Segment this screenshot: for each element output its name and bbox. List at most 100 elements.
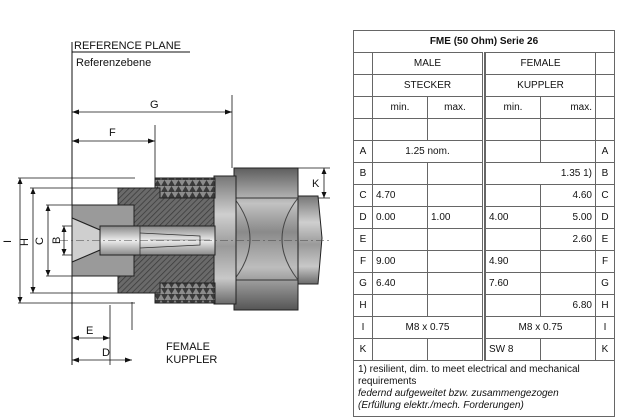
row-label-right: H bbox=[595, 294, 615, 317]
cable-sleeve bbox=[295, 195, 323, 285]
row-label-left: A bbox=[353, 140, 373, 163]
female-min-cell: 4.00 bbox=[485, 206, 541, 229]
table-minmax-row: min. max. min. max. bbox=[353, 96, 615, 119]
row-label-left: G bbox=[353, 272, 373, 295]
female-min-cell bbox=[485, 184, 541, 207]
row-label-left: E bbox=[353, 228, 373, 251]
row-label-right: C bbox=[595, 184, 615, 207]
table-title-row: FME (50 Ohm) Serie 26 bbox=[353, 30, 615, 53]
male-min-cell: 1.25 nom. bbox=[372, 140, 484, 163]
row-label-left: K bbox=[353, 338, 373, 361]
female-min-cell: M8 x 0.75 bbox=[485, 316, 596, 339]
kuppler-label: KUPPLER bbox=[166, 354, 217, 366]
male-min-cell bbox=[372, 294, 428, 317]
connector-drawing: G F K I H C B E D REFERENCE PLANE Refere… bbox=[2, 40, 330, 366]
row-label-right: D bbox=[595, 206, 615, 229]
female-min-cell: 7.60 bbox=[485, 272, 541, 295]
outer-thread-bottom bbox=[154, 282, 216, 304]
male-min-cell: 6.40 bbox=[372, 272, 428, 295]
kuppler-header: KUPPLER bbox=[485, 74, 596, 97]
female-max-cell bbox=[540, 272, 596, 295]
row-label-left: F bbox=[353, 250, 373, 273]
hex-nut bbox=[233, 167, 299, 311]
row-label-left: B bbox=[353, 162, 373, 185]
female-min-cell: 1.35 1) bbox=[485, 162, 596, 185]
table-german-row: STECKER KUPPLER bbox=[353, 74, 615, 97]
table-gender-row: MALE FEMALE bbox=[353, 52, 615, 75]
row-label-right: G bbox=[595, 272, 615, 295]
dim-d-label: D bbox=[102, 347, 110, 359]
dim-g-label: G bbox=[150, 99, 159, 111]
male-max-cell bbox=[427, 228, 484, 251]
dim-c-label: C bbox=[34, 237, 46, 245]
note-german: federnd aufgeweitet bzw. zusammengezogen bbox=[358, 388, 559, 399]
female-min-cell: 4.90 bbox=[485, 250, 541, 273]
body-collar bbox=[213, 175, 237, 305]
row-label-right: B bbox=[595, 162, 615, 185]
male-min-cell bbox=[372, 228, 428, 251]
male-max-cell bbox=[427, 162, 484, 185]
female-min-header: min. bbox=[485, 96, 541, 119]
male-min-header: min. bbox=[372, 96, 428, 119]
row-label-left: D bbox=[353, 206, 373, 229]
male-max-cell bbox=[427, 294, 484, 317]
table-title: FME (50 Ohm) Serie 26 bbox=[353, 30, 615, 53]
male-max-cell: 1.00 bbox=[427, 206, 484, 229]
dim-k-label: K bbox=[312, 178, 320, 190]
male-min-cell bbox=[372, 338, 428, 361]
female-min-cell bbox=[485, 228, 541, 251]
row-label-right: I bbox=[595, 316, 615, 339]
female-max-header: max. bbox=[540, 96, 596, 119]
table-note-row: 1) resilient, dim. to meet electrical an… bbox=[353, 360, 615, 417]
reference-plane-label-de: Referenzebene bbox=[76, 57, 151, 69]
female-max-cell: 6.80 bbox=[540, 294, 596, 317]
male-max-header: max. bbox=[427, 96, 484, 119]
dim-b-label: B bbox=[51, 237, 63, 244]
female-max-cell: 2.60 bbox=[540, 228, 596, 251]
female-max-cell: 4.60 bbox=[540, 184, 596, 207]
male-max-cell bbox=[427, 272, 484, 295]
male-header: MALE bbox=[372, 52, 484, 75]
female-min-cell bbox=[485, 294, 541, 317]
male-min-cell: M8 x 0.75 bbox=[372, 316, 484, 339]
male-max-cell bbox=[427, 250, 484, 273]
stecker-header: STECKER bbox=[372, 74, 484, 97]
female-min-cell: SW 8 bbox=[485, 338, 541, 361]
male-min-cell: 9.00 bbox=[372, 250, 428, 273]
outer-thread-top bbox=[154, 177, 216, 199]
dim-e-label: E bbox=[86, 325, 93, 337]
dim-f-label: F bbox=[109, 127, 116, 139]
row-label-left: H bbox=[353, 294, 373, 317]
female-max-cell bbox=[540, 140, 596, 163]
dim-i-label: I bbox=[2, 240, 14, 243]
table-row: K SW 8 K bbox=[353, 338, 615, 361]
row-label-left: I bbox=[353, 316, 373, 339]
male-max-cell bbox=[427, 338, 484, 361]
female-label: FEMALE bbox=[166, 341, 210, 353]
dim-h-label: H bbox=[19, 238, 31, 246]
male-min-cell bbox=[372, 162, 428, 185]
row-label-right: K bbox=[595, 338, 615, 361]
female-max-cell bbox=[540, 338, 596, 361]
row-label-right: A bbox=[595, 140, 615, 163]
spec-table: FME (50 Ohm) Serie 26 MALE FEMALE STECKE… bbox=[353, 30, 615, 417]
row-label-left: C bbox=[353, 184, 373, 207]
note-german-2: (Erfüllung elektr./mech. Forderungen) bbox=[358, 400, 524, 411]
male-min-cell: 4.70 bbox=[372, 184, 428, 207]
row-label-right: F bbox=[595, 250, 615, 273]
female-max-cell: 5.00 bbox=[540, 206, 596, 229]
female-max-cell bbox=[540, 250, 596, 273]
male-max-cell bbox=[427, 184, 484, 207]
reference-plane-label: REFERENCE PLANE bbox=[74, 40, 181, 52]
female-header: FEMALE bbox=[485, 52, 596, 75]
female-min-cell bbox=[485, 140, 541, 163]
note-english: 1) resilient, dim. to meet electrical an… bbox=[358, 364, 580, 387]
